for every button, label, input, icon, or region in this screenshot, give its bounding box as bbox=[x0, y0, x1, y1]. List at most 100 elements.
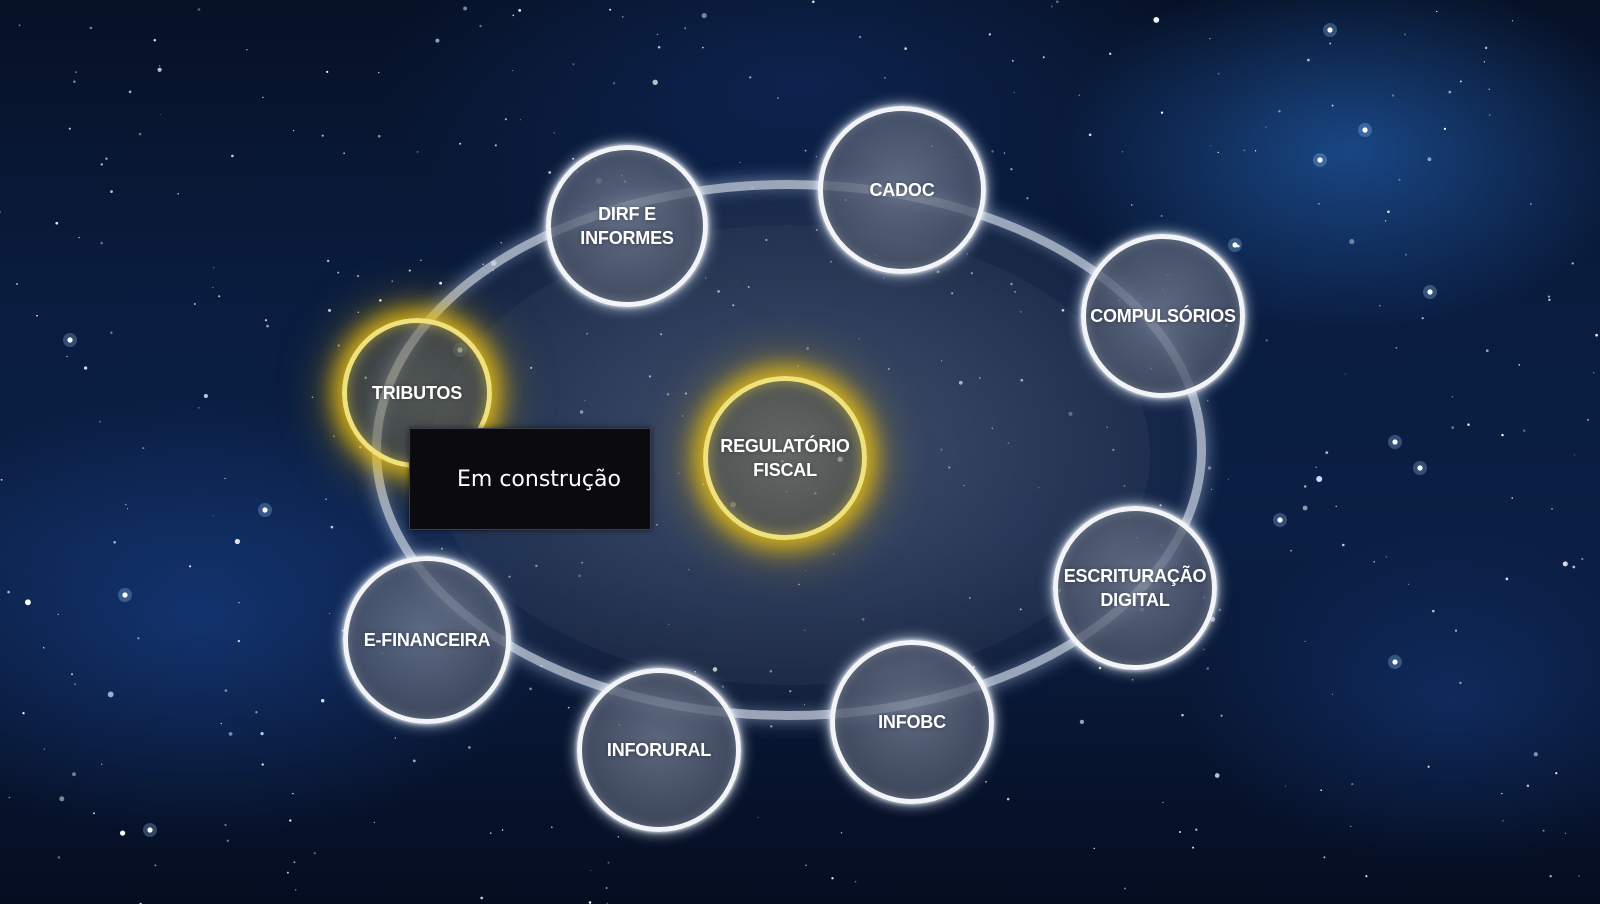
star bbox=[1209, 37, 1211, 40]
star bbox=[812, 0, 815, 4]
star bbox=[234, 538, 240, 545]
node-cadoc[interactable]: CADOC bbox=[818, 106, 986, 274]
star bbox=[286, 871, 289, 874]
star bbox=[212, 515, 214, 517]
star bbox=[605, 886, 608, 890]
star bbox=[777, 97, 779, 99]
star bbox=[420, 259, 422, 261]
star bbox=[1307, 58, 1310, 62]
node-label: INFORURAL bbox=[606, 740, 712, 760]
star bbox=[1179, 831, 1182, 833]
star bbox=[394, 737, 396, 739]
star bbox=[1243, 149, 1246, 152]
star bbox=[1227, 478, 1229, 480]
star bbox=[1349, 239, 1355, 245]
star bbox=[237, 639, 241, 643]
star-glow bbox=[63, 333, 77, 347]
star bbox=[93, 812, 95, 815]
node-e-financeira[interactable]: E-FINANCEIRA bbox=[343, 556, 511, 724]
star bbox=[120, 830, 126, 836]
star bbox=[68, 127, 71, 130]
star bbox=[1303, 485, 1307, 488]
node-label: COMPULSÓRIOS bbox=[1090, 306, 1236, 326]
star bbox=[1093, 847, 1096, 850]
star bbox=[226, 839, 230, 843]
star bbox=[656, 33, 659, 36]
star bbox=[66, 355, 68, 358]
star bbox=[529, 687, 532, 691]
node-regulatorio-fiscal[interactable]: REGULATÓRIO FISCAL bbox=[703, 376, 867, 540]
star bbox=[75, 71, 77, 73]
star-glow bbox=[143, 823, 157, 837]
node-dirf-e-informes[interactable]: DIRF E INFORMES bbox=[546, 145, 708, 307]
star bbox=[1088, 133, 1092, 137]
star bbox=[757, 816, 759, 818]
node-label: E-FINANCEIRA bbox=[363, 630, 491, 650]
star bbox=[804, 149, 807, 152]
star bbox=[612, 82, 616, 85]
star bbox=[416, 150, 419, 153]
star bbox=[1220, 714, 1223, 717]
star-bright bbox=[1232, 242, 1238, 248]
star bbox=[1421, 317, 1424, 320]
star bbox=[137, 637, 140, 640]
star bbox=[1203, 648, 1205, 651]
star bbox=[193, 303, 196, 305]
star bbox=[1379, 305, 1381, 307]
star bbox=[1578, 875, 1580, 877]
star bbox=[1284, 785, 1287, 787]
star bbox=[854, 880, 857, 883]
star bbox=[1459, 80, 1462, 83]
star bbox=[1387, 210, 1390, 214]
node-compulsorios[interactable]: COMPULSÓRIOS bbox=[1081, 234, 1245, 398]
star bbox=[99, 420, 101, 423]
star bbox=[1523, 429, 1526, 432]
node-inforural[interactable]: INFORURAL bbox=[577, 668, 741, 832]
star bbox=[71, 673, 73, 676]
star bbox=[1050, 5, 1053, 8]
star bbox=[1217, 151, 1219, 154]
star bbox=[1501, 792, 1503, 795]
star-glow bbox=[1313, 153, 1327, 167]
star bbox=[1331, 693, 1333, 695]
star bbox=[74, 683, 76, 685]
star bbox=[1265, 339, 1268, 342]
star bbox=[293, 861, 296, 864]
star bbox=[988, 33, 991, 36]
star bbox=[1395, 346, 1398, 349]
star bbox=[1325, 451, 1329, 454]
star-glow bbox=[1273, 513, 1287, 527]
star bbox=[1574, 454, 1576, 456]
star bbox=[1484, 46, 1488, 50]
node-label: DIRF E INFORMES bbox=[580, 204, 674, 248]
node-escrituracao-digital[interactable]: ESCRITURAÇÃO DIGITAL bbox=[1053, 506, 1217, 670]
star bbox=[1331, 104, 1334, 107]
star bbox=[1427, 157, 1432, 162]
star-bright bbox=[1392, 439, 1398, 445]
star bbox=[1443, 127, 1447, 131]
star bbox=[463, 6, 468, 11]
star bbox=[435, 38, 440, 43]
node-infobc[interactable]: INFOBC bbox=[830, 640, 994, 804]
star bbox=[1210, 488, 1213, 491]
star-bright bbox=[1277, 517, 1283, 523]
star bbox=[203, 393, 208, 399]
star bbox=[124, 503, 127, 506]
tooltip-text: Em construção bbox=[457, 466, 621, 492]
star bbox=[652, 79, 658, 86]
star bbox=[840, 832, 843, 834]
star bbox=[294, 889, 297, 891]
star bbox=[412, 759, 416, 763]
star bbox=[858, 35, 862, 39]
star bbox=[1572, 565, 1576, 569]
star bbox=[1042, 56, 1045, 59]
star bbox=[439, 281, 442, 285]
star bbox=[479, 24, 482, 28]
star bbox=[1003, 152, 1006, 154]
star-glow bbox=[1388, 435, 1402, 449]
star bbox=[1290, 549, 1292, 552]
star bbox=[553, 132, 555, 134]
star bbox=[15, 283, 19, 286]
star bbox=[107, 691, 114, 698]
star-glow bbox=[1358, 123, 1372, 137]
